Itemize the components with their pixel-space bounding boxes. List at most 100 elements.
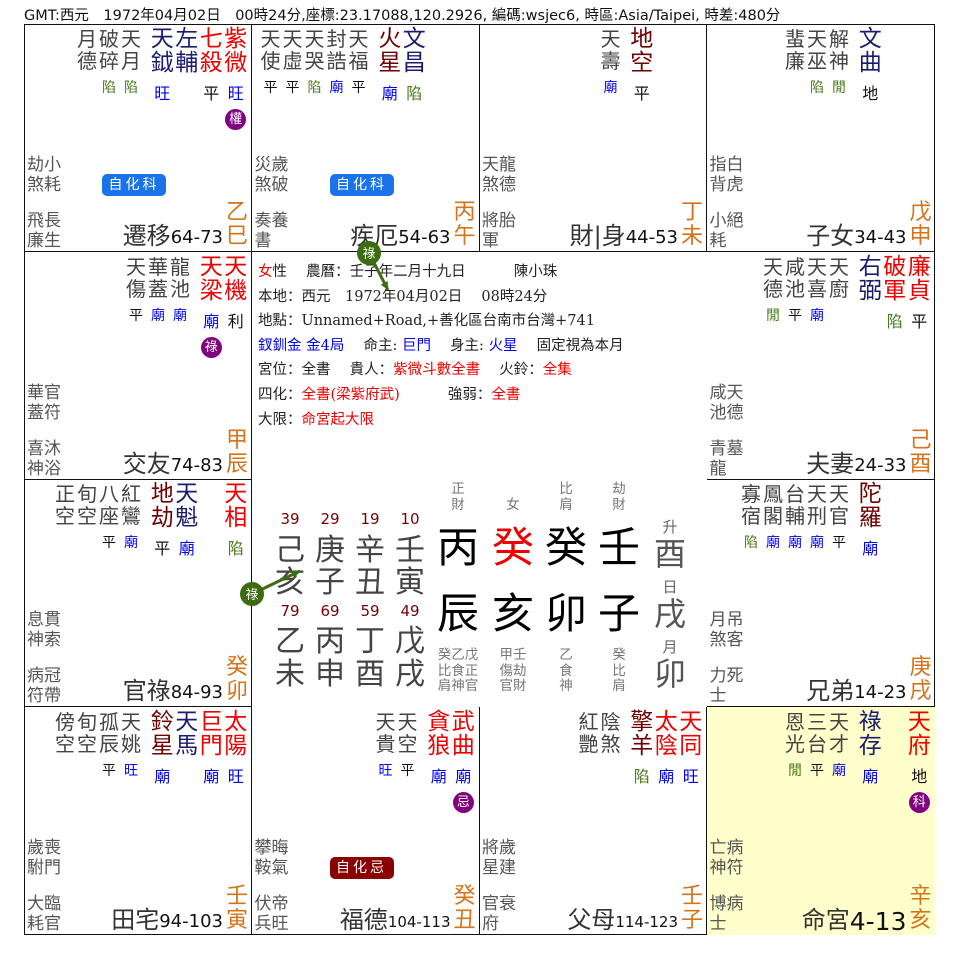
minor-star-name: 台輔 xyxy=(785,482,805,528)
stem-branch: 壬寅 xyxy=(225,883,248,933)
palace-name[interactable]: 福德 xyxy=(339,905,388,934)
palace-name[interactable]: 官祿 xyxy=(122,677,171,705)
dayun-stem: 戊 xyxy=(395,624,425,659)
palace-name[interactable]: 財|身 xyxy=(569,222,626,250)
minor-stars: 天福平封誥廟天哭陷天虛平天使平 xyxy=(260,27,370,96)
palace-name[interactable]: 夫妻 xyxy=(806,449,855,478)
palace-name[interactable]: 遷移 xyxy=(122,222,171,250)
minor-star: 台輔廟 xyxy=(784,482,806,551)
star-brightness: 閒 xyxy=(766,307,780,324)
minor-star: 孤辰平 xyxy=(98,710,120,779)
minor-star: 恩光閒 xyxy=(784,710,806,779)
info-text: 命宮起大限 xyxy=(301,411,375,428)
major-star: 天鉞旺 xyxy=(150,27,175,103)
info-text: 全書(梁紫府武) xyxy=(301,387,400,403)
star-brightness: 陷 xyxy=(810,80,824,96)
major-star: 天同旺 xyxy=(679,710,704,786)
minor-star: 天哭陷 xyxy=(304,27,326,96)
info-text: 全書 xyxy=(491,387,521,403)
major-star: 天魁廟 xyxy=(175,482,200,558)
hidden-stems: 甲壬 傷劫 官財 xyxy=(499,647,527,694)
star-brightness: 地 xyxy=(911,766,928,786)
self-transform-badge[interactable]: 自化科 xyxy=(329,174,394,196)
info-text: 宮位：全書 貴人： xyxy=(258,362,394,379)
sihua-忌-badge: 忌 xyxy=(452,791,474,813)
major-star-name: 陀羅 xyxy=(858,481,882,531)
star-brightness: 平 xyxy=(102,762,116,779)
self-transform-badge[interactable]: 自化忌 xyxy=(329,856,394,879)
minor-star-name: 旬空 xyxy=(77,482,97,528)
info-line-7: 大限：命宮起大限 xyxy=(258,408,374,429)
star-brightness: 廟 xyxy=(203,766,220,786)
minor-star: 鳳閣廟 xyxy=(762,482,784,551)
star-brightness: 廟 xyxy=(862,766,879,786)
self-transform-badge[interactable]: 自化科 xyxy=(102,174,166,196)
info-text: 全集 xyxy=(542,362,572,379)
star-brightness: 廟 xyxy=(603,80,618,96)
pillar-stem: 癸 xyxy=(544,523,587,572)
minor-star-name: 天壽 xyxy=(600,27,621,73)
minor-star: 天福平 xyxy=(348,27,370,96)
palace-name[interactable]: 疾厄 xyxy=(350,222,399,250)
palace-name[interactable]: 田宅 xyxy=(111,905,160,934)
palace-name[interactable]: 交友 xyxy=(122,449,171,478)
pillar-stem: 癸 xyxy=(491,523,534,572)
stem-branch: 乙巳 xyxy=(225,200,248,249)
minor-gods-upper: 將歲 星建 xyxy=(482,837,516,878)
minor-gods-upper: 災歲 煞破 xyxy=(254,155,289,195)
stem-branch: 甲辰 xyxy=(225,427,248,477)
major-star-name: 天梁 xyxy=(199,253,223,304)
minor-star-name: 正空 xyxy=(55,482,75,528)
dayun-branch: 未 xyxy=(275,657,305,692)
minor-stars: 龍池廟華蓋廟天傷平 xyxy=(125,255,191,324)
minor-star-name: 天官 xyxy=(829,482,849,528)
star-brightness: 廟 xyxy=(810,307,824,324)
palace-name[interactable]: 子女 xyxy=(806,222,855,250)
major-star: 武曲廟忌 xyxy=(451,710,476,813)
minor-gods-upper: 劫小 煞耗 xyxy=(27,155,61,195)
star-brightness: 廟 xyxy=(810,535,824,551)
minor-star-name: 天才 xyxy=(829,709,849,756)
palace-name[interactable]: 兄弟 xyxy=(806,677,855,705)
major-star-name: 破軍 xyxy=(883,253,907,304)
star-list: 天同旺太陰廟擎羊陷陰煞紅艷 xyxy=(578,710,704,786)
major-star-name: 天機 xyxy=(224,253,248,304)
star-brightness: 旺 xyxy=(227,766,244,786)
palace-name[interactable]: 命宮 xyxy=(801,905,850,934)
major-star-name: 天府 xyxy=(907,708,931,759)
minor-star-name: 破碎 xyxy=(99,27,119,73)
side-value: 戌 xyxy=(653,595,686,633)
palace-name[interactable]: 父母 xyxy=(567,905,616,934)
minor-star: 解神閒 xyxy=(828,27,850,96)
minor-star: 天德閒 xyxy=(762,255,784,324)
major-star-name: 紫微 xyxy=(224,26,248,76)
star-list: 天府地科祿存廟天才廟三台平恩光閒 xyxy=(784,710,932,813)
star-brightness: 平 xyxy=(285,80,300,96)
info-text: 命主: xyxy=(344,337,402,354)
hidden-stems: 乙 食 神 xyxy=(559,647,573,694)
major-star: 太陰廟 xyxy=(654,710,679,786)
minor-gods-upper: 天龍 煞德 xyxy=(482,155,516,195)
minor-star-name: 陰煞 xyxy=(600,709,621,756)
minor-star: 咸池平 xyxy=(784,255,806,324)
dayun-start-age: 79 xyxy=(280,602,300,620)
major-star-name: 右弼 xyxy=(858,253,882,304)
dayun-branch: 丑 xyxy=(355,565,385,600)
dayun-stem: 丙 xyxy=(315,624,345,659)
stem-branch: 戊申 xyxy=(909,200,932,249)
